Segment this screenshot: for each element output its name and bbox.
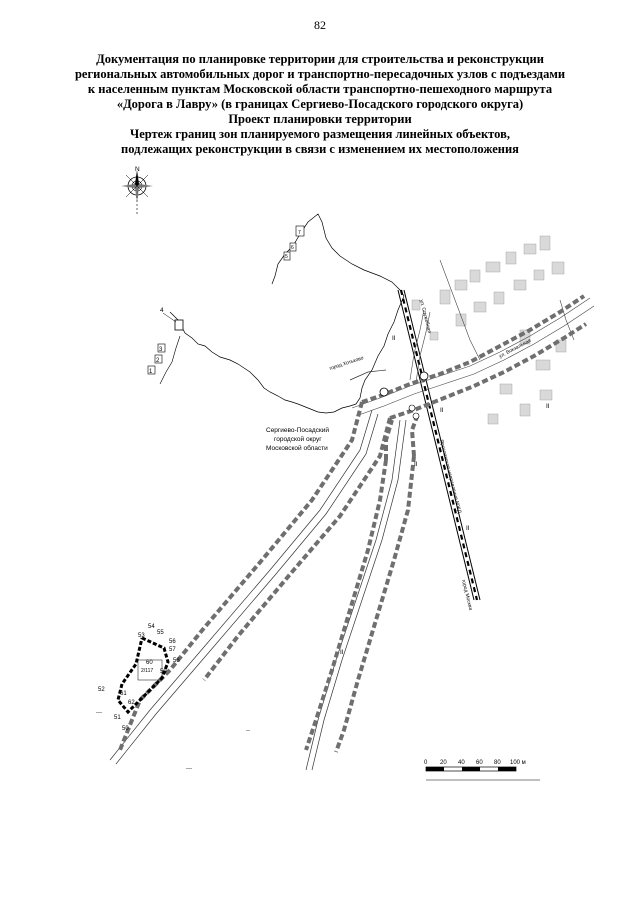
point-59-label: 59 — [160, 669, 167, 675]
point-1-label: 1 — [149, 369, 153, 375]
zone-mark-4: II — [340, 649, 344, 656]
scan-specks — [96, 712, 250, 769]
point-2-label: 2 — [156, 358, 160, 364]
road-label-khotkovo: город Хотьково — [329, 355, 365, 372]
title-line-6: Чертеж границ зон планируемого размещени… — [130, 127, 510, 141]
document-title: Документация по планировке территории дл… — [60, 52, 580, 157]
point-54-label: 54 — [148, 624, 155, 630]
zone-mark-3: II — [466, 525, 470, 532]
point-55-label: 55 — [157, 630, 164, 636]
title-line-1: Документация по планировке территории дл… — [96, 52, 544, 66]
planned-zone-boundary — [118, 294, 588, 753]
junction-markers — [379, 371, 429, 420]
scale-tick-100: 100 м — [510, 760, 526, 766]
point-52-label: 52 — [98, 687, 105, 693]
point-61-label: 61 — [120, 691, 127, 697]
scale-bar — [425, 766, 540, 781]
district-label-line-3: Московской области — [266, 444, 328, 452]
point-6-label: 6 — [291, 245, 294, 251]
point-3-label: 3 — [159, 347, 163, 353]
zone-mark-6: II — [414, 461, 418, 468]
title-line-5: Проект планировки территории — [228, 112, 412, 126]
boundary-points-top — [283, 225, 305, 261]
road-label-moscow: город Москва — [460, 579, 473, 611]
point-50-label: 50 — [122, 726, 129, 732]
point-58-label: 58 — [173, 658, 180, 664]
scale-tick-0: 0 — [424, 760, 428, 766]
planning-map: N 1 2 3 4 5 6 7 — [96, 166, 595, 781]
parcel-label: 2/117 — [141, 668, 153, 674]
scale-tick-20: 20 — [440, 760, 447, 766]
scale-tick-80: 80 — [494, 760, 501, 766]
title-line-7: подлежащих реконструкции в связи с измен… — [121, 142, 519, 156]
point-7-label: 7 — [298, 230, 301, 236]
title-line-2: региональных автомобильных дорог и транс… — [74, 67, 566, 81]
railway-line — [397, 289, 481, 601]
compass-rose-icon — [121, 170, 153, 215]
zone-mark-2: II — [440, 407, 444, 414]
district-boundary — [169, 213, 405, 414]
parcel-boundary — [116, 636, 170, 715]
scale-tick-60: 60 — [476, 760, 483, 766]
boundary-points-left — [147, 319, 184, 375]
district-label-line-1: Сергиево-Посадский — [266, 426, 329, 434]
road-lines — [109, 369, 407, 771]
point-53-label: 53 — [138, 633, 145, 639]
zone-mark-1: II — [392, 335, 396, 342]
street-label-right: ул. Вокзальная — [498, 338, 532, 360]
point-56-label: 56 — [169, 639, 176, 645]
built-up-area — [411, 235, 567, 425]
point-4-label: 4 — [160, 307, 164, 314]
district-label-line-2: городской округ — [274, 435, 322, 443]
scale-tick-40: 40 — [458, 760, 465, 766]
page-number: 82 — [314, 18, 326, 32]
point-62-label: 62 — [128, 700, 135, 706]
compass-north-label: N — [135, 166, 140, 173]
point-60-label: 60 — [146, 660, 153, 666]
zone-mark-5: II — [546, 403, 550, 410]
title-line-4: «Дорога в Лавру» (в границах Сергиево-По… — [116, 97, 524, 111]
title-line-3: к населенным пунктам Московской области … — [87, 82, 553, 96]
point-57-label: 57 — [169, 647, 176, 653]
point-5-label: 5 — [285, 254, 288, 260]
point-51-label: 51 — [114, 715, 121, 721]
